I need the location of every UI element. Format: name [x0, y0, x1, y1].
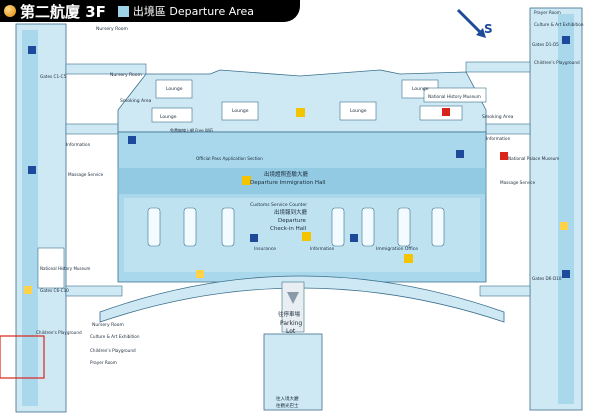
corridor-mid-right [479, 123, 531, 135]
nursery-room-bottom-label: Nursery Room [92, 322, 124, 328]
customs-service-label: Customs Service Counter [250, 202, 307, 208]
lounge-label: Lounge [232, 108, 249, 114]
area-label: 出境區 Departure Area [132, 5, 255, 18]
restroom-icon [350, 234, 358, 242]
upper-lounge-block [117, 69, 487, 133]
prayer-room-bottom-label: Prayer Room [90, 360, 117, 365]
museum-box [423, 87, 487, 103]
checkin-island [431, 207, 445, 247]
parking-bridge [281, 281, 305, 333]
restroom-icon [562, 270, 570, 278]
museum-box-left [37, 247, 65, 289]
checkin-island [221, 207, 235, 247]
immigration-hall-en-label: Departure Immigration Hall [250, 180, 326, 186]
information-center-label: Information [310, 246, 335, 251]
left-concourse-inner [22, 30, 38, 406]
header-bar: 第二航廈 3F 出境區 Departure Area [0, 0, 300, 22]
prayer-room-top-label: Prayer Room [534, 10, 561, 15]
service-box [155, 79, 193, 99]
service-box [419, 105, 463, 121]
restroom-icon [250, 234, 258, 242]
free-wifi-label: 免費無線上網 Free WiFi [170, 127, 213, 133]
currency-exchange-icon [242, 176, 251, 185]
checkin-en-2-label: Check-in Hall [270, 226, 307, 232]
service-box [339, 101, 377, 121]
corridor-low-left [65, 285, 123, 297]
shop-icon [560, 222, 568, 230]
red-marker [500, 152, 508, 160]
checkin-zh-label: 出境報到大廳 [274, 208, 308, 216]
parking-zh-label: 往停車場 [278, 310, 301, 318]
parking-walkway [263, 333, 323, 411]
gates-d6-d10-label: Gates D6-D10 [532, 276, 562, 281]
shop-icon [196, 270, 204, 278]
departure-legend-swatch [117, 5, 129, 17]
compass-letter: S [484, 22, 493, 36]
nursery-room-top-label: Nursery Room [96, 26, 128, 32]
childrens-playground-bottom-label: Children's Playground [90, 348, 136, 353]
service-box [151, 107, 193, 123]
checkin-island [361, 207, 375, 247]
gates-c6-c10-label: Gates C6-C10 [40, 288, 69, 293]
childrens-playground-left-label: Children's Playground [36, 330, 82, 335]
lounge-label: Lounge [412, 86, 429, 92]
massage-service-right-label: Massage Service [500, 180, 536, 185]
currency-exchange-icon [302, 232, 311, 241]
immigration-hall-zh-label: 出境證照查驗大廳 [264, 170, 309, 178]
terminal-title: 第二航廈 3F [20, 2, 106, 21]
right-concourse-inner [558, 14, 574, 404]
corridor-top-right [465, 61, 531, 73]
currency-exchange-icon [404, 254, 413, 263]
lounge-label: Lounge [166, 86, 183, 92]
red-outline-box [0, 335, 45, 379]
logo-dot-icon [4, 5, 16, 17]
curbside-arc [99, 275, 505, 323]
smoking-area-right-label: Smoking Area [482, 114, 514, 120]
currency-exchange-icon [296, 108, 305, 117]
checkin-island [147, 207, 161, 247]
corridor-mid-left [65, 123, 123, 135]
nursery-room-left-label: Nursery Room [110, 72, 142, 78]
insurance-label: Insurance [254, 246, 276, 252]
restroom-icon [28, 46, 36, 54]
immigration-office-label: Immigration Office [376, 246, 418, 252]
parking-en-1-label: Parking [280, 320, 302, 327]
checkin-en-1-label: Departure [278, 218, 307, 224]
restroom-icon [456, 150, 464, 158]
bottom-zh-2-label: 往觀光巴士 [276, 402, 299, 409]
culture-art-exhibition-bottom-label: Culture & Art Exhibition [90, 334, 140, 339]
restroom-icon [128, 136, 136, 144]
parking-en-2-label: Lot [286, 328, 296, 335]
national-history-museum-left-label: National History Museum [40, 266, 91, 271]
lounge-label: Lounge [160, 114, 177, 120]
corridor-low-right [479, 285, 531, 297]
checkin-island [397, 207, 411, 247]
gates-c1-c5-label: Gates C1-C5 [40, 74, 67, 79]
corridor-top-left [65, 63, 147, 75]
shop-icon [24, 286, 32, 294]
compass-arrow-icon [456, 8, 486, 38]
restroom-icon [562, 36, 570, 44]
gates-d1-d5-label: Gates D1-D5 [532, 42, 559, 47]
checkin-island [183, 207, 197, 247]
bottom-zh-1-label: 往入境大廳 [276, 395, 299, 402]
parking-arrow-icon [287, 292, 299, 304]
right-concourse [529, 7, 583, 411]
information-right-label: Information [486, 136, 511, 141]
checkin-island [331, 207, 345, 247]
lounge-label: Lounge [350, 108, 367, 114]
national-palace-museum-label: National Palace Museum [508, 156, 559, 161]
official-pass-label: Official Pass Application Section [196, 156, 263, 161]
immigration-band [118, 168, 486, 194]
massage-service-left-label: Massage Service [68, 172, 104, 177]
information-left-label: Information [66, 142, 91, 147]
culture-art-exhibition-right-label: Culture & Art Exhibition [534, 22, 584, 27]
smoking-area-left-label: Smoking Area [120, 98, 152, 104]
service-box [221, 101, 259, 121]
national-history-museum-label: National History Museum [428, 94, 481, 99]
red-marker [442, 108, 450, 116]
restroom-icon [28, 166, 36, 174]
childrens-playground-right-label: Children's Playground [534, 60, 580, 65]
